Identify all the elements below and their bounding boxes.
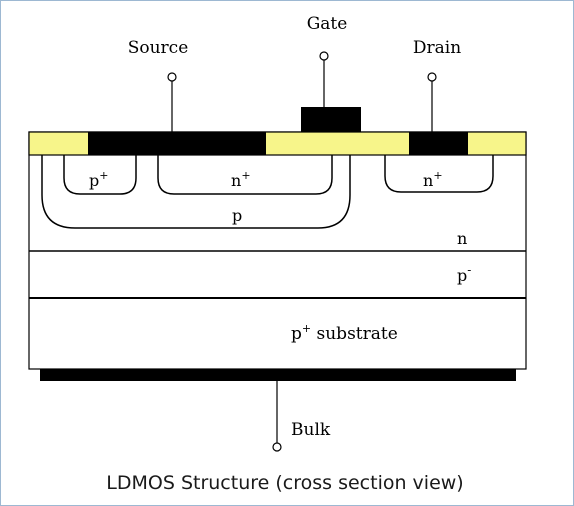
p-plus-region bbox=[63, 155, 137, 195]
p-body-region bbox=[41, 155, 351, 229]
n-plus-source-region bbox=[157, 155, 333, 195]
n-plus-drain-label: n+ bbox=[423, 169, 443, 190]
gate-terminal bbox=[319, 51, 329, 61]
substrate-label: p+ substrate bbox=[291, 322, 398, 344]
bulk-label: Bulk bbox=[291, 420, 331, 440]
bulk-metal bbox=[40, 369, 516, 381]
source-terminal bbox=[167, 72, 177, 82]
source-metal bbox=[88, 132, 266, 155]
source-label: Source bbox=[128, 38, 189, 58]
diagram-caption: LDMOS Structure (cross section view) bbox=[106, 472, 463, 494]
drain-label: Drain bbox=[413, 38, 461, 58]
drain-terminal bbox=[427, 72, 437, 82]
n-plus-source-label: n+ bbox=[231, 169, 251, 190]
n-layer-label: n bbox=[457, 229, 467, 248]
gate-label: Gate bbox=[307, 14, 348, 34]
p-body-label: p bbox=[232, 206, 242, 225]
p-plus-label: p+ bbox=[89, 169, 108, 190]
p-minus-label: p- bbox=[457, 263, 471, 285]
bulk-terminal bbox=[272, 442, 282, 452]
drain-metal bbox=[409, 132, 468, 155]
n-plus-drain-region bbox=[384, 155, 494, 193]
gate-electrode bbox=[301, 107, 361, 132]
